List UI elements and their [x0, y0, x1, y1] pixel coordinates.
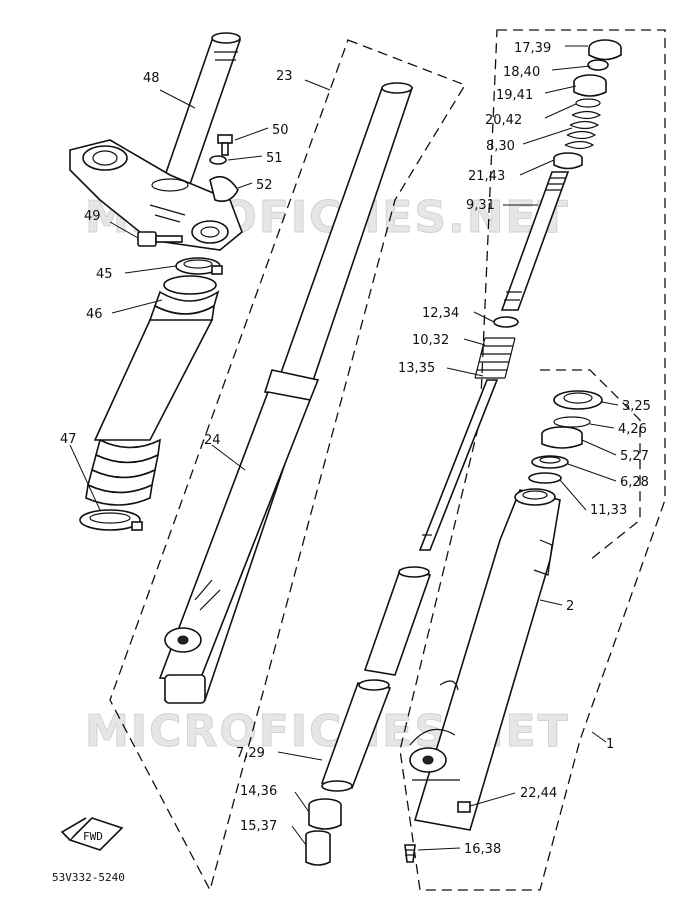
- lock-piece-part-15: [305, 830, 331, 866]
- bolt-part-49: [137, 231, 183, 247]
- under-bracket: [69, 139, 243, 251]
- oil-seal-part-5: [541, 426, 583, 449]
- callout-2: 2: [566, 599, 574, 614]
- callout-52: 52: [256, 178, 273, 193]
- callout-23: 23: [276, 69, 293, 84]
- drain-screw-part-22: [457, 801, 471, 813]
- cap-part-18: [587, 59, 609, 71]
- fork-tube-part-24: [158, 82, 414, 704]
- callout-48: 48: [143, 71, 160, 86]
- callout-19-41: 19,41: [496, 88, 533, 103]
- leader-lines: [69, 45, 619, 851]
- oring-part-20: [575, 98, 601, 108]
- fwd-label: FWD: [83, 830, 103, 843]
- callout-11-33: 11,33: [590, 503, 627, 518]
- washer-part-51: [209, 155, 227, 165]
- callout-15-37: 15,37: [240, 819, 277, 834]
- bushing-part-11: [528, 472, 562, 484]
- fwd-arrow-icon: FWD: [60, 817, 124, 851]
- bolt-part-16: [404, 844, 416, 863]
- callout-8-30: 8,30: [486, 139, 515, 154]
- callout-51: 51: [266, 151, 283, 166]
- adjuster-part-19: [573, 74, 607, 97]
- callout-4-26: 4,26: [618, 422, 647, 437]
- washer-part-6: [531, 455, 569, 469]
- callout-7-29: 7,29: [236, 746, 265, 761]
- callout-50: 50: [272, 123, 289, 138]
- group-23-boundary: [109, 39, 466, 892]
- outer-tube-part-2: [409, 488, 561, 831]
- fork-boot-part-46: [93, 275, 220, 441]
- spring-part-10: [474, 337, 516, 379]
- callout-18-40: 18,40: [503, 65, 540, 80]
- callout-45: 45: [96, 267, 113, 282]
- group-inner-boundary: [540, 369, 641, 561]
- fork-boot-part-47: [79, 438, 161, 531]
- clip-part-4: [553, 416, 591, 428]
- spring-part-8: [564, 110, 602, 150]
- callout-13-35: 13,35: [398, 361, 435, 376]
- callout-5-27: 5,27: [620, 449, 649, 464]
- group-1-boundary: [399, 29, 666, 891]
- bushing-part-14: [308, 798, 342, 830]
- callout-21-43: 21,43: [468, 169, 505, 184]
- callout-24: 24: [204, 433, 221, 448]
- callout-9-31: 9,31: [466, 198, 495, 213]
- ring-part-12: [493, 316, 519, 328]
- callout-17-39: 17,39: [514, 41, 551, 56]
- steering-stem-part-48: [158, 32, 242, 191]
- callout-47: 47: [60, 432, 77, 447]
- guide-part-21: [553, 152, 583, 170]
- dust-seal-part-3: [553, 390, 603, 410]
- damper-rod-part-9: [500, 171, 570, 311]
- callout-10-32: 10,32: [412, 333, 449, 348]
- bolt-part-50: [217, 134, 233, 156]
- clamp-part-45: [175, 257, 223, 275]
- callout-3-25: 3,25: [622, 399, 651, 414]
- callout-1: 1: [606, 737, 614, 752]
- callout-20-42: 20,42: [485, 113, 522, 128]
- cap-bolt-part-17: [588, 39, 622, 61]
- callout-16-38: 16,38: [464, 842, 501, 857]
- inner-tube-part-7: [320, 566, 432, 792]
- callout-46: 46: [86, 307, 103, 322]
- callout-49: 49: [84, 209, 101, 224]
- callout-12-34: 12,34: [422, 306, 459, 321]
- callout-22-44: 22,44: [520, 786, 557, 801]
- callout-6-28: 6,28: [620, 475, 649, 490]
- damper-rod-part-13: [418, 379, 499, 551]
- catalog-number: 53V332-5240: [52, 871, 125, 884]
- callout-labels: 48 50 51 52 49 45 46 47 23 24 17,39 18,4…: [60, 41, 651, 857]
- callout-14-36: 14,36: [240, 784, 277, 799]
- clip-part-52: [209, 175, 239, 203]
